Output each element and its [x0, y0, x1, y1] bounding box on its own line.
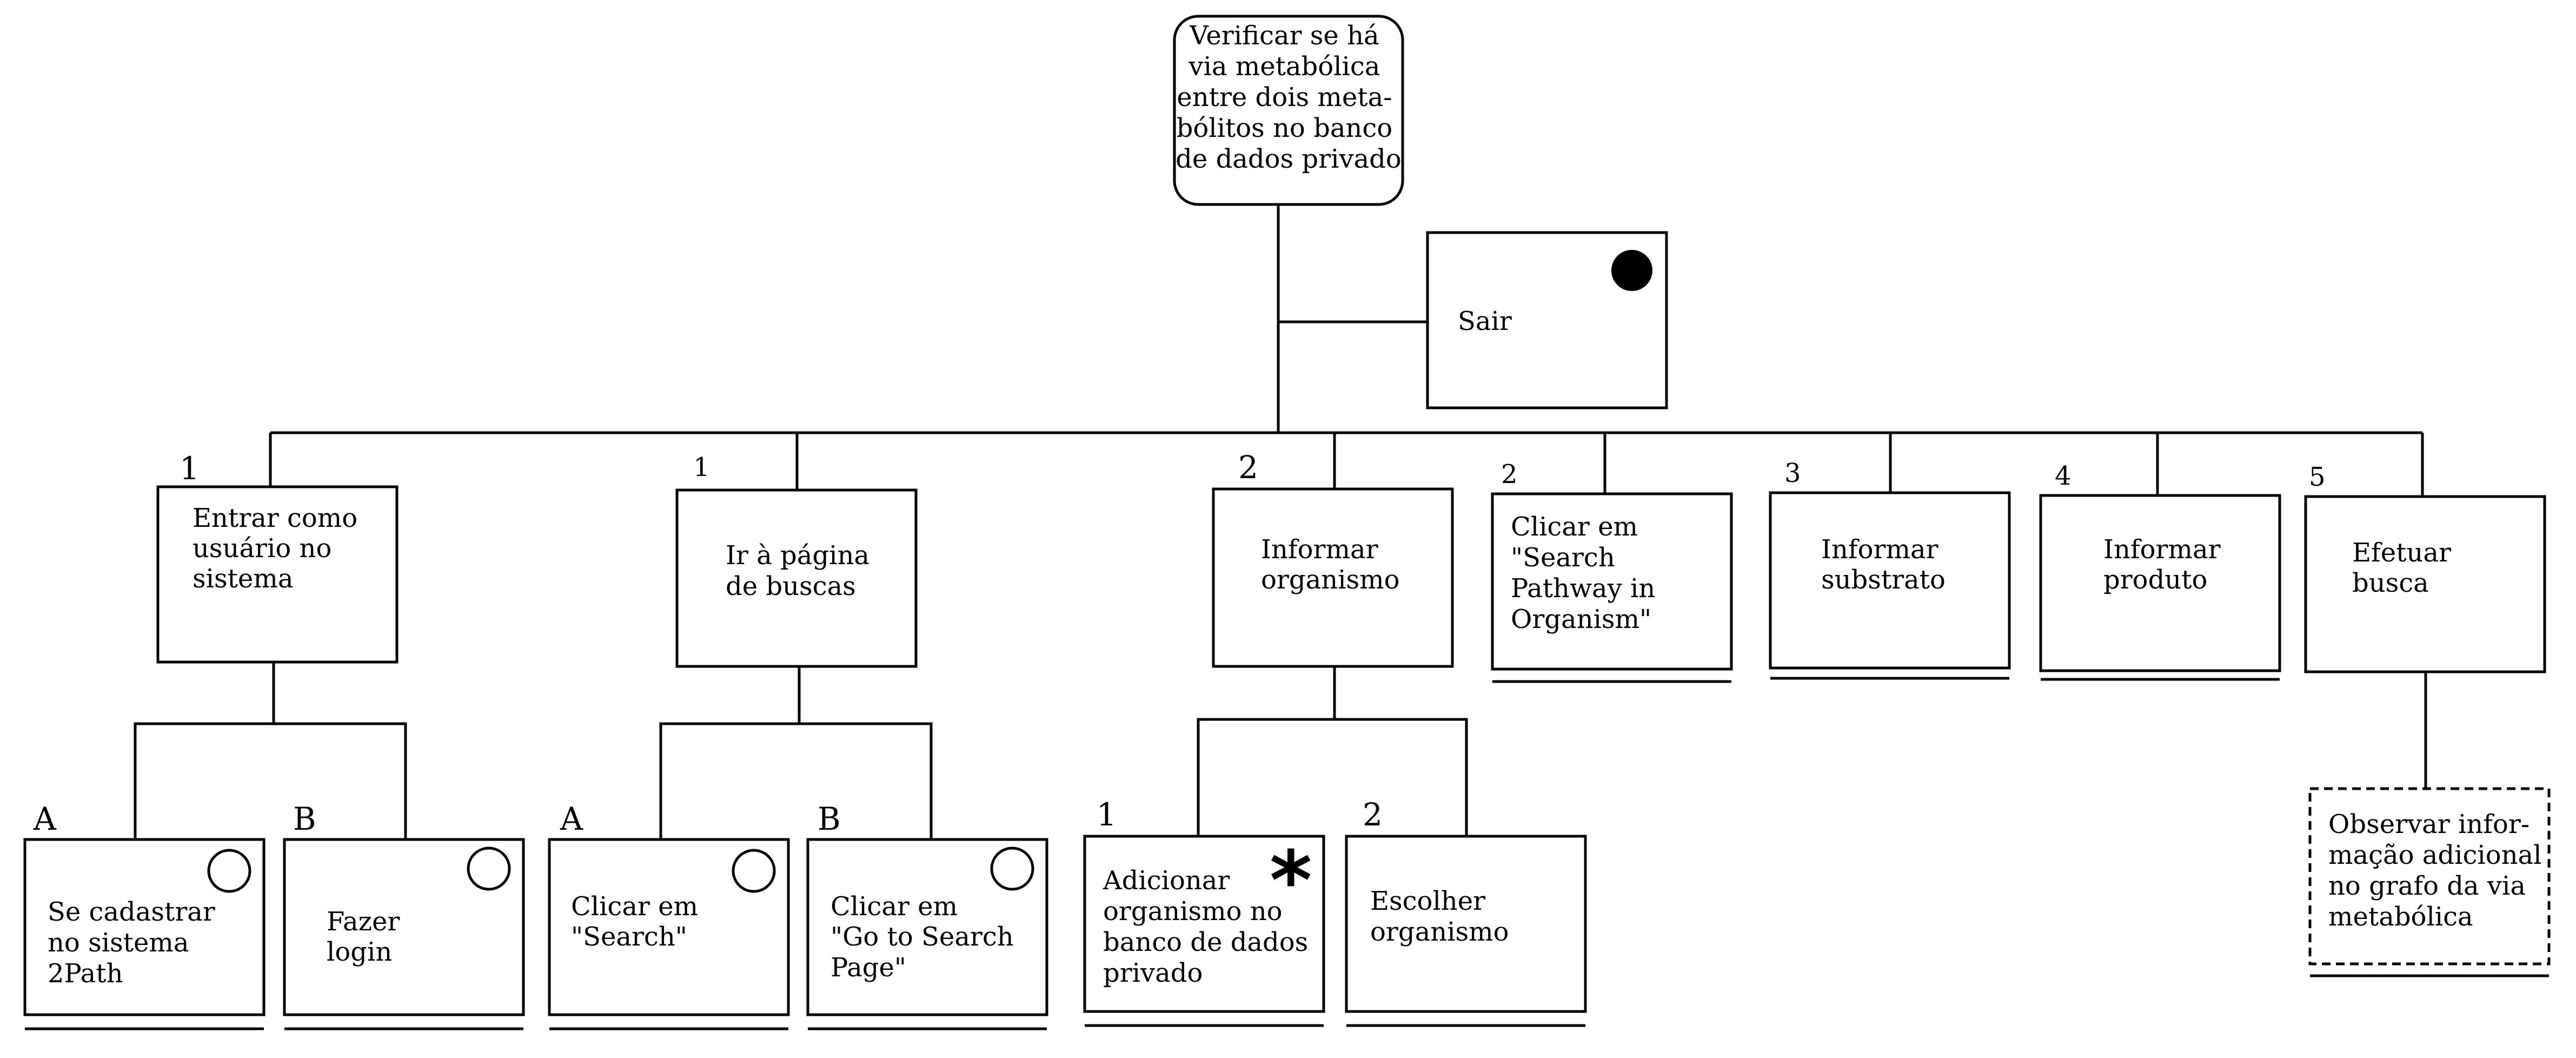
subtask-label: Fazer login — [327, 907, 408, 967]
task-informar-produto: 4 Informar produto — [2039, 461, 2281, 681]
task-label: Efetuar busca — [2352, 538, 2459, 598]
task-label: Entrar como usuário no sistema — [192, 503, 366, 594]
subtask-cadastrar: A Se cadastrar no sistema 2Path — [23, 801, 265, 1030]
task-number: 1 — [693, 452, 710, 482]
exit-task-label: Sair — [1458, 306, 1512, 336]
task-label: Informar substrato — [1821, 534, 1947, 595]
task-label: Informar produto — [2103, 534, 2229, 595]
task-label: Ir à página de buscas — [726, 540, 878, 601]
subtask-number: 1 — [1097, 796, 1117, 833]
filled-circle-icon — [1611, 250, 1652, 291]
subtask-number: A — [560, 801, 583, 837]
subtask-observar-informacao: Observar infor- mação adicional no grafo… — [2308, 787, 2551, 977]
subtask-go-to-search: B Clicar em "Go to Search Page" — [806, 801, 1048, 1030]
subtask-number: A — [33, 801, 57, 837]
subtask-number: 2 — [1363, 796, 1383, 833]
subtask-label: Observar infor- mação adicional no grafo… — [2328, 809, 2550, 932]
task-number: 2 — [1238, 449, 1258, 486]
subtask-number: B — [293, 801, 316, 837]
subtask-clicar-search: A Clicar em "Search" — [548, 801, 790, 1030]
task-efetuar-busca: 5 Efetuar busca — [2304, 462, 2546, 673]
exit-task: Sair — [1426, 231, 1668, 409]
open-circle-icon — [207, 849, 251, 893]
task-number: 2 — [1501, 459, 1518, 490]
open-circle-icon — [990, 847, 1034, 891]
task-ir-pagina: 1 Ir à página de buscas — [675, 452, 918, 668]
task-informar-organismo: 2 Informar organismo — [1212, 449, 1454, 668]
open-circle-icon — [732, 849, 776, 893]
subtask-escolher-organismo: 2 Escolher organismo — [1345, 796, 1587, 1027]
task-informar-substrato: 3 Informar substrato — [1769, 458, 2011, 680]
subtask-label: Clicar em "Search" — [571, 891, 706, 952]
subtask-login: B Fazer login — [283, 801, 525, 1030]
task-entrar: 1 Entrar como usuário no sistema — [156, 450, 399, 664]
subtask-label: Clicar em "Go to Search Page" — [831, 891, 1022, 983]
task-number: 5 — [2309, 462, 2326, 492]
root-task-label: Verificar se há via metabólica entre doi… — [1176, 21, 1402, 174]
open-circle-icon — [467, 847, 511, 891]
root-task: Verificar se há via metabólica entre doi… — [1173, 15, 1404, 206]
subtask-label: Adicionar organismo no banco de dados pr… — [1103, 865, 1317, 988]
task-label: Informar organismo — [1261, 534, 1400, 595]
subtask-number: B — [818, 801, 841, 837]
asterisk-icon: * — [1270, 834, 1312, 928]
task-number: 4 — [2055, 461, 2072, 491]
subtask-label: Se cadastrar no sistema 2Path — [48, 897, 223, 989]
subtask-adicionar-organismo: 1 * Adicionar organismo no banco de dado… — [1083, 796, 1325, 1027]
task-number: 3 — [1784, 458, 1801, 488]
task-number: 1 — [180, 450, 200, 487]
task-label: Clicar em "Search Pathway in Organism" — [1511, 512, 1664, 634]
task-clicar-search-pathway: 2 Clicar em "Search Pathway in Organism" — [1491, 459, 1733, 683]
subtask-label: Escolher organismo — [1370, 886, 1509, 947]
connectors — [134, 204, 2427, 839]
